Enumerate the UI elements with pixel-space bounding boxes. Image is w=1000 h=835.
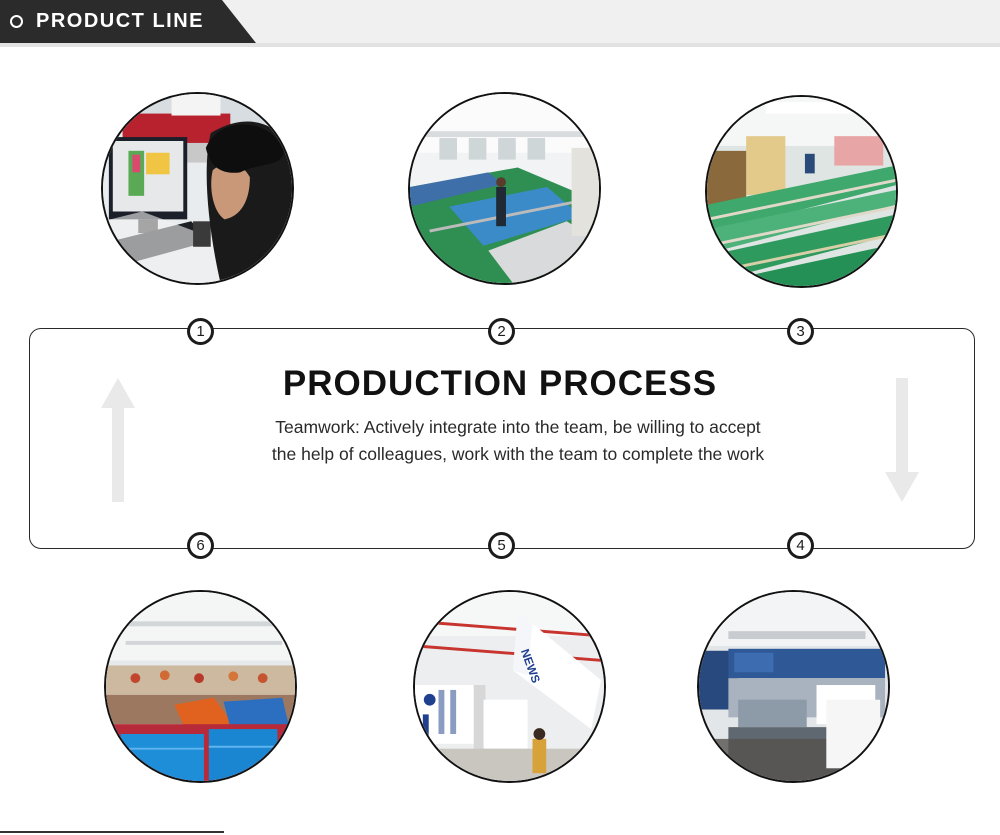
step-4-badge: 4 [787,532,814,559]
header-underline [0,43,1000,47]
step-2-badge: 2 [488,318,515,345]
process-title: PRODUCTION PROCESS [282,364,718,403]
process-description: Teamwork: Actively integrate into the te… [271,417,765,464]
step-1-badge: 1 [187,318,214,345]
header-tab [0,0,256,43]
bottom-divider [0,831,224,833]
circle-bullet-icon [10,15,23,28]
step-number: 2 [491,321,512,342]
page-title: PRODUCT LINE [36,10,204,32]
step-6-photo [104,590,297,783]
step-1-photo [101,92,294,285]
step-5-badge: 5 [488,532,515,559]
step-number: 3 [790,321,811,342]
step-5-photo: NEWS [413,590,606,783]
step-2-photo [408,92,601,285]
step-number: 1 [190,321,211,342]
step-number: 4 [790,535,811,556]
step-6-badge: 6 [187,532,214,559]
step-3-photo [705,95,898,288]
step-4-photo [697,590,890,783]
step-number: 5 [491,535,512,556]
down-arrow-icon [885,378,919,502]
step-3-badge: 3 [787,318,814,345]
step-number: 6 [190,535,211,556]
up-arrow-icon [101,378,135,502]
